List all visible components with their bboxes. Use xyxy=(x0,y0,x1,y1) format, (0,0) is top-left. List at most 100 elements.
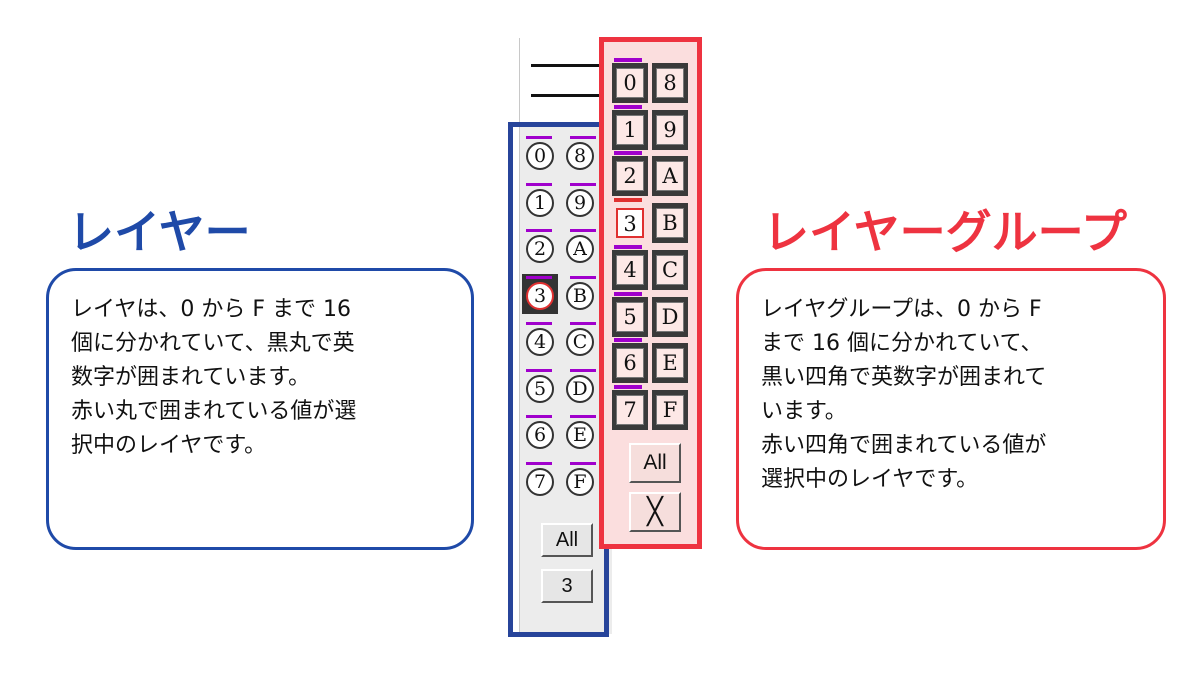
description-line: レイヤグループは、0 から F xyxy=(761,297,1042,322)
group-button-4[interactable]: 4 xyxy=(612,244,648,290)
group-active-bar xyxy=(614,198,642,203)
toolbar-divider xyxy=(531,94,599,97)
layer-button-label: 2 xyxy=(526,235,554,263)
layer-button-E[interactable]: E xyxy=(562,413,598,453)
layer-button-9[interactable]: 9 xyxy=(562,181,598,221)
group-button-2[interactable]: 2 xyxy=(612,151,648,197)
current-layer-button[interactable]: 3 xyxy=(541,569,593,603)
layer-all-button[interactable]: All xyxy=(541,523,593,557)
description-line: 数字が囲まれています。 xyxy=(71,365,311,390)
layer-button-D[interactable]: D xyxy=(562,367,598,407)
group-button-label: 0 xyxy=(616,68,644,98)
layer-button-label: 0 xyxy=(526,142,554,170)
layer-button-7[interactable]: 7 xyxy=(522,460,558,500)
group-active-bar xyxy=(614,291,642,296)
group-active-bar xyxy=(614,151,642,156)
group-button-label: 6 xyxy=(616,348,644,379)
layer-active-bar xyxy=(570,136,596,139)
layer-active-bar xyxy=(526,182,552,186)
layer-button-4[interactable]: 4 xyxy=(522,320,558,360)
layer-button-label: B xyxy=(566,281,594,310)
group-active-bar xyxy=(614,244,642,249)
layer-button-6[interactable]: 6 xyxy=(522,413,558,453)
description-line: 赤い四角で囲まれている値が xyxy=(761,433,1047,458)
layer-button-2[interactable]: 2 xyxy=(522,227,558,267)
description-line: 択中のレイヤです。 xyxy=(71,433,267,458)
group-button-label: 7 xyxy=(616,394,644,425)
description-line: 黒い四角で英数字が囲まれて xyxy=(761,365,1047,390)
layer-button-label: A xyxy=(566,235,594,263)
group-button-C[interactable]: C xyxy=(652,249,688,290)
layer-active-bar xyxy=(526,322,552,325)
layer-group-title: レイヤーグループ xyxy=(763,205,1127,259)
group-button-label: D xyxy=(656,301,684,332)
layer-button-B[interactable]: B xyxy=(562,274,598,314)
layer-description-callout: レイヤは、0 から F まで 16 個に分かれていて、黒丸で英 数字が囲まれてい… xyxy=(46,268,474,550)
group-button-5[interactable]: 5 xyxy=(612,291,648,337)
group-all-button[interactable]: All xyxy=(629,443,681,483)
group-active-bar xyxy=(614,338,642,343)
layer-button-label: 1 xyxy=(526,188,554,217)
layer-title: レイヤー xyxy=(68,205,251,259)
group-button-9[interactable]: 9 xyxy=(652,109,688,150)
group-button-E[interactable]: E xyxy=(652,343,688,384)
group-active-bar xyxy=(614,58,642,62)
group-button-label: 3 xyxy=(616,208,644,239)
group-button-7[interactable]: 7 xyxy=(612,384,648,430)
layer-active-bar xyxy=(526,275,552,279)
layer-button-label: 7 xyxy=(526,467,554,496)
group-description-callout: レイヤグループは、0 から F まで 16 個に分かれていて、 黒い四角で英数字… xyxy=(736,268,1166,550)
layer-button-C[interactable]: C xyxy=(562,320,598,360)
group-button-label: E xyxy=(656,348,684,379)
group-button-label: 9 xyxy=(656,114,684,145)
layer-active-bar xyxy=(526,415,552,418)
group-button-label: A xyxy=(656,161,684,192)
layer-button-label: D xyxy=(566,374,594,403)
group-button-label: 2 xyxy=(616,161,644,192)
layer-active-bar xyxy=(526,368,552,372)
layer-button-A[interactable]: A xyxy=(562,227,598,267)
group-active-bar xyxy=(614,384,642,389)
group-button-B[interactable]: B xyxy=(652,203,688,244)
group-button-8[interactable]: 8 xyxy=(652,63,688,103)
group-button-3[interactable]: 3 xyxy=(612,198,648,244)
group-button-F[interactable]: F xyxy=(652,389,688,430)
layer-button-3[interactable]: 3 xyxy=(522,273,558,314)
layer-button-5[interactable]: 5 xyxy=(522,367,558,407)
layer-active-bar xyxy=(570,368,596,372)
group-button-6[interactable]: 6 xyxy=(612,338,648,384)
description-line: います。 xyxy=(761,399,847,424)
group-button-label: 8 xyxy=(656,68,684,98)
layer-active-bar xyxy=(526,229,552,232)
group-button-label: 4 xyxy=(616,254,644,285)
description-line: まで 16 個に分かれていて、 xyxy=(761,331,1043,356)
layer-button-0[interactable]: 0 xyxy=(522,134,558,174)
layer-button-label: 9 xyxy=(566,188,594,217)
layer-button-label: F xyxy=(566,467,594,496)
group-close-button[interactable]: ╳ xyxy=(629,492,681,532)
layer-button-label: 4 xyxy=(526,328,554,356)
layer-button-F[interactable]: F xyxy=(562,460,598,500)
layer-active-bar xyxy=(570,461,596,465)
layer-button-8[interactable]: 8 xyxy=(562,134,598,174)
layer-button-label: 3 xyxy=(526,281,554,310)
group-button-D[interactable]: D xyxy=(652,296,688,337)
layer-button-label: E xyxy=(566,421,594,449)
layer-active-bar xyxy=(570,182,596,186)
group-active-bar xyxy=(614,104,642,109)
group-button-label: F xyxy=(656,394,684,425)
group-button-A[interactable]: A xyxy=(652,156,688,197)
description-line: 赤い丸で囲まれている値が選 xyxy=(71,399,357,424)
group-button-label: B xyxy=(656,208,684,239)
group-button-label: C xyxy=(656,254,684,285)
layer-button-1[interactable]: 1 xyxy=(522,181,558,221)
layer-active-bar xyxy=(570,322,596,325)
layer-active-bar xyxy=(570,275,596,279)
group-button-0[interactable]: 0 xyxy=(612,58,648,103)
layer-active-bar xyxy=(526,136,552,139)
layer-active-bar xyxy=(570,415,596,418)
layer-active-bar xyxy=(570,229,596,232)
group-button-1[interactable]: 1 xyxy=(612,104,648,150)
description-line: 個に分かれていて、黒丸で英 xyxy=(71,331,355,356)
toolbar-divider xyxy=(531,64,599,67)
